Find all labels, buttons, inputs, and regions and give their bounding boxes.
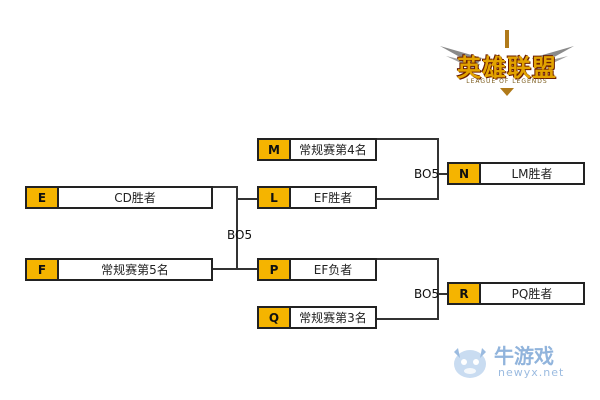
connector-pq-vertical (437, 258, 439, 320)
slot-label: 常规赛第5名 (101, 263, 169, 277)
slot-e: E CD胜者 (25, 186, 213, 209)
connector-ef-vertical (236, 186, 238, 270)
slot-label: 常规赛第4名 (299, 143, 367, 157)
connector-q-right (375, 318, 439, 320)
connector-lm-to-n (437, 173, 449, 175)
slot-m: M 常规赛第4名 (257, 138, 377, 161)
slot-label: LM胜者 (511, 167, 553, 181)
connector-ef-to-p (236, 268, 258, 270)
watermark-domain: newyx.net (498, 366, 565, 379)
slot-label: PQ胜者 (511, 287, 553, 301)
slot-letter: L (259, 188, 291, 207)
slot-f: F 常规赛第5名 (25, 258, 213, 281)
match-label-ef: BO5 (227, 228, 253, 242)
bull-mascot-icon (454, 348, 486, 378)
slot-letter: M (259, 140, 291, 159)
watermark-text: 牛游戏 (494, 344, 554, 368)
connector-e-right (212, 186, 238, 188)
connector-pq-to-r (437, 293, 449, 295)
slot-letter: R (449, 284, 481, 303)
connector-ef-to-l (236, 198, 258, 200)
connector-lm-vertical (437, 138, 439, 200)
slot-letter: F (27, 260, 59, 279)
slot-label: CD胜者 (114, 191, 156, 205)
slot-l: L EF胜者 (257, 186, 377, 209)
slot-label: EF胜者 (313, 191, 353, 205)
match-label-lm: BO5 (414, 167, 440, 181)
slot-p: P EF负者 (257, 258, 377, 281)
slot-q: Q 常规赛第3名 (257, 306, 377, 329)
league-of-legends-logo: 英雄联盟 LEAGUE OF LEGENDS (432, 28, 582, 98)
slot-letter: N (449, 164, 481, 183)
logo-subtitle: LEAGUE OF LEGENDS (466, 78, 548, 85)
slot-letter: P (259, 260, 291, 279)
slot-letter: E (27, 188, 59, 207)
slot-n: N LM胜者 (447, 162, 585, 185)
slot-r: R PQ胜者 (447, 282, 585, 305)
slot-letter: Q (259, 308, 291, 327)
watermark: 牛游戏 newyx.net (448, 336, 598, 388)
connector-l-right (375, 198, 439, 200)
wings-icon (440, 30, 574, 96)
connector-f-right (212, 268, 238, 270)
connector-m-right (375, 138, 439, 140)
slot-label: EF负者 (313, 263, 353, 277)
slot-label: 常规赛第3名 (299, 311, 367, 325)
logo-title: 英雄联盟 (457, 53, 557, 82)
match-label-pq: BO5 (414, 287, 440, 301)
connector-p-right (375, 258, 439, 260)
